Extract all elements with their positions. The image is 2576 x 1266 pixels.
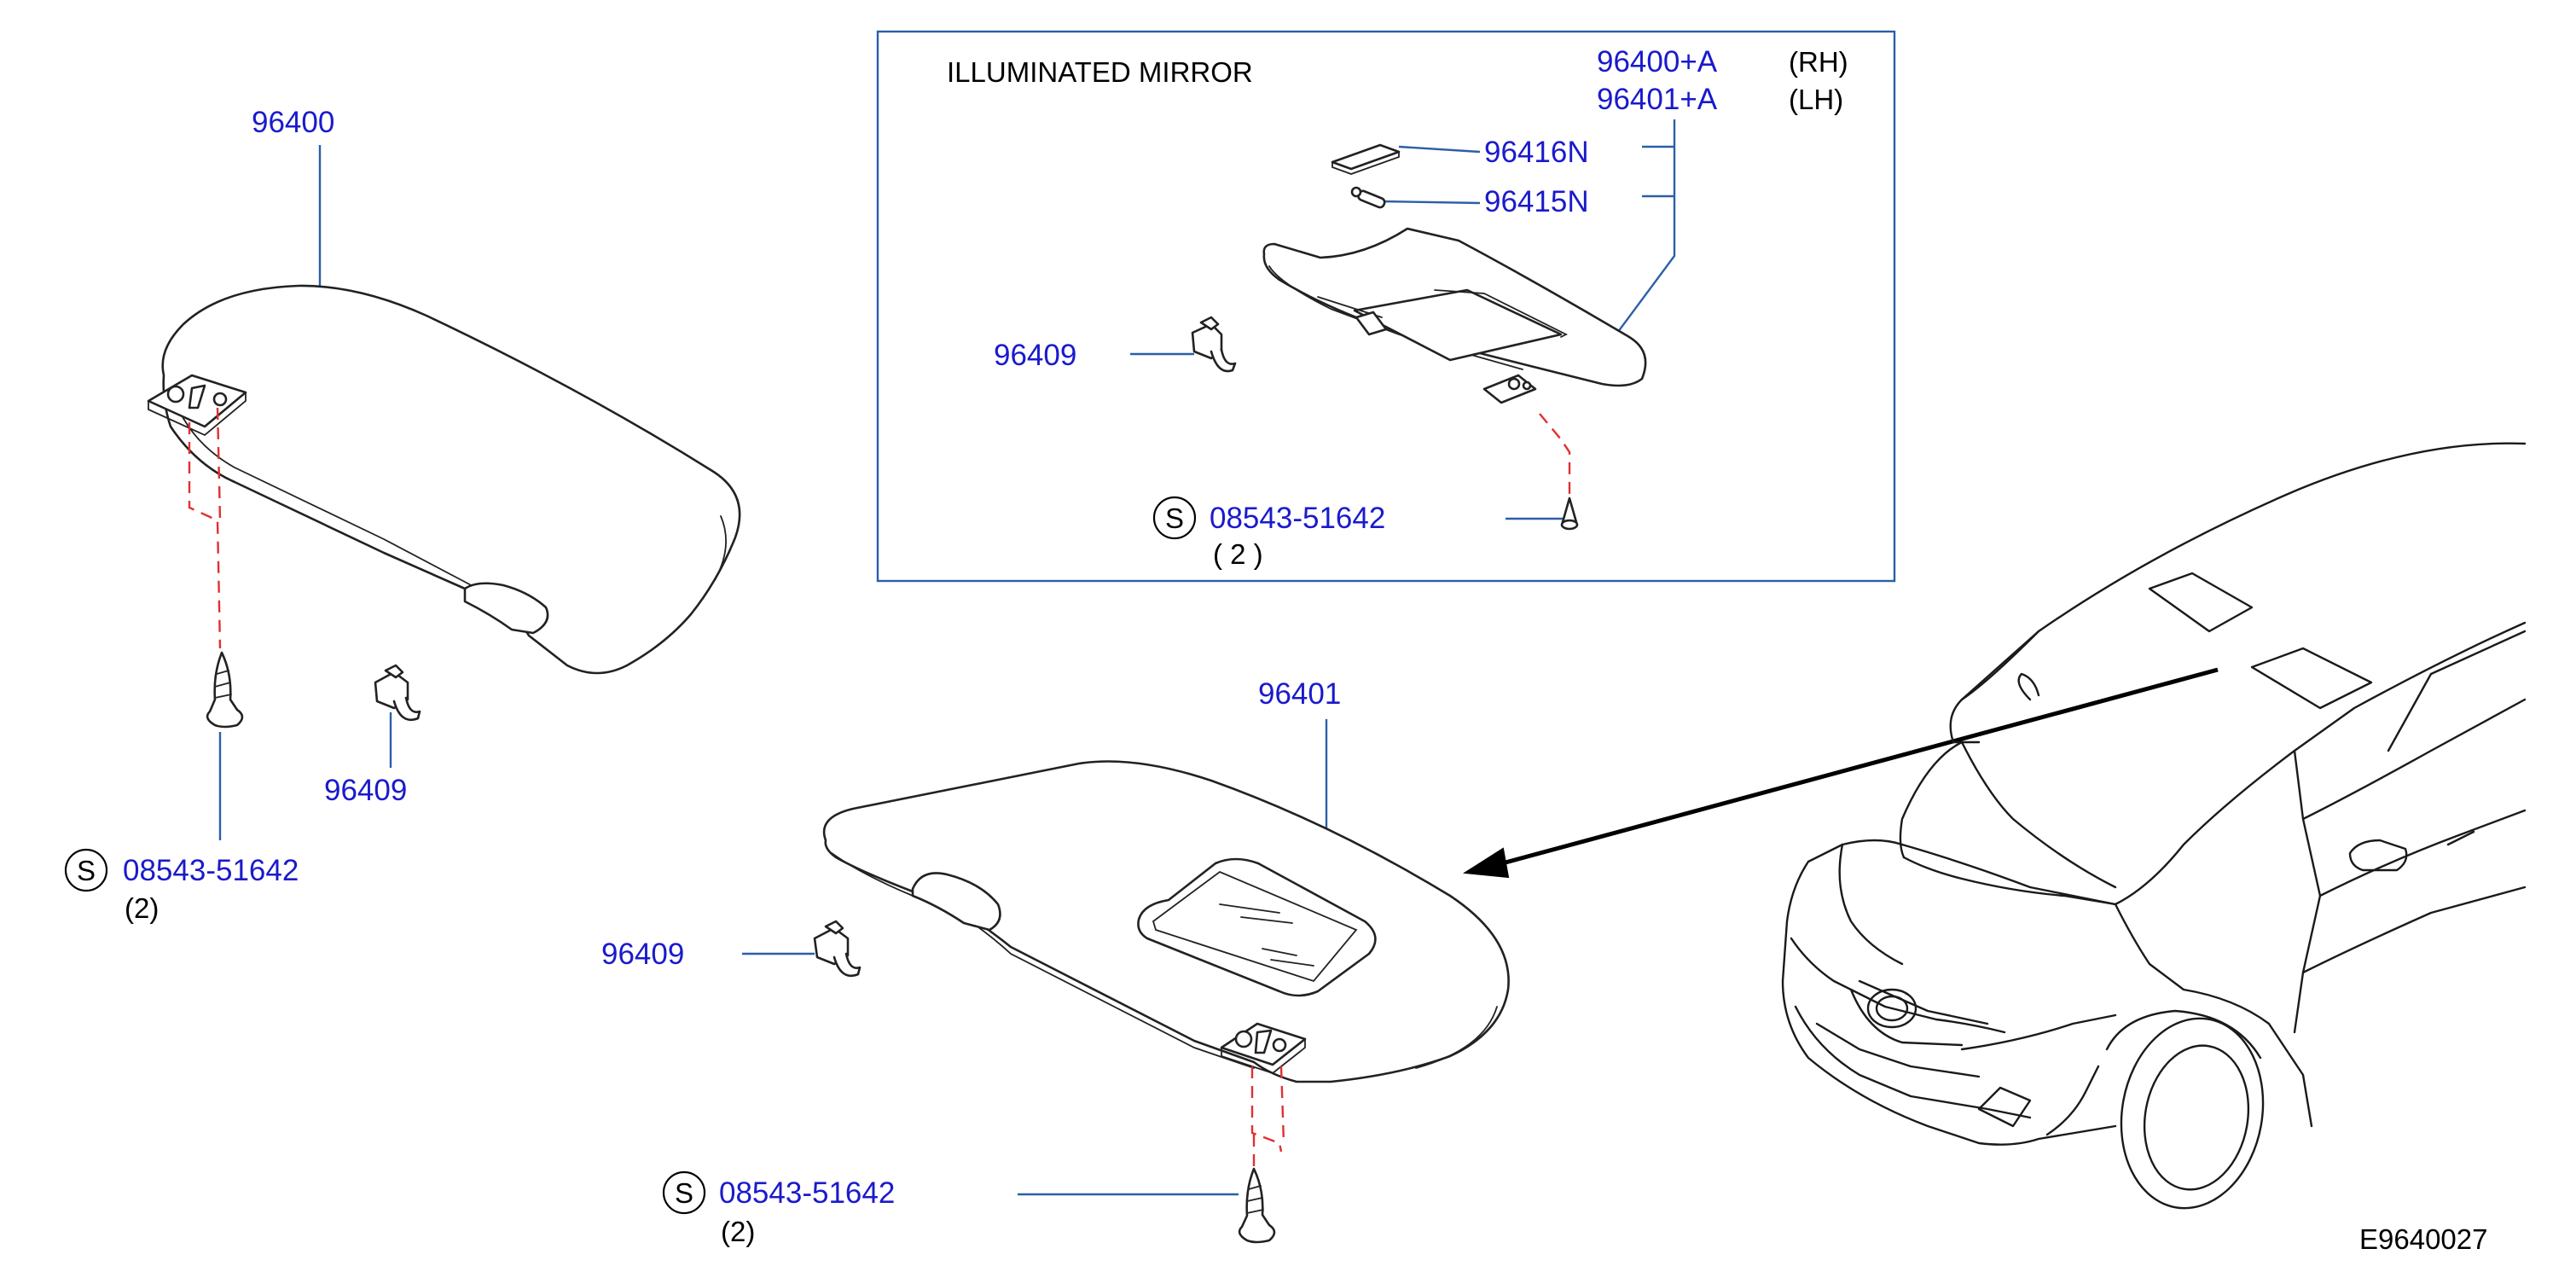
center-visor-body <box>822 760 1510 1083</box>
part-number-08543-inset: 08543-51642 <box>1210 502 1385 535</box>
leader-96415n <box>1379 200 1481 205</box>
mirror-bulb-part <box>1350 186 1386 209</box>
left-visor-clip-notch <box>463 582 549 635</box>
left-visor-body <box>147 284 741 675</box>
mirror-lens-edge <box>1332 151 1400 175</box>
part-number-96415n: 96415N <box>1484 185 1589 218</box>
mounting-line-center-2 <box>1279 1066 1285 1144</box>
illuminated-mirror-inset: ILLUMINATED MIRROR 96400+A (RH) 96401+A … <box>876 30 1896 583</box>
mounting-line-inset <box>1539 413 1571 495</box>
screw-symbol-left: S <box>77 855 96 886</box>
center-visor-mirror <box>1137 857 1377 997</box>
sunroof-front <box>2148 572 2254 633</box>
inset-frame <box>876 30 1896 583</box>
mounting-line-center <box>1250 1066 1283 1153</box>
sunroof-rear <box>2250 647 2373 710</box>
vehicle-emblem <box>1866 988 1917 1029</box>
mirror-lens-part <box>1331 143 1401 171</box>
part-number-96409-center: 96409 <box>601 938 684 971</box>
screw-symbol-circle-center <box>662 1170 706 1215</box>
screw-symbol-inset: S <box>1165 502 1184 534</box>
part-number-96400: 96400 <box>252 106 334 139</box>
center-visor-group: 96401 S 08543-51642 (2) <box>601 677 1510 1247</box>
mounting-line-left <box>188 422 222 649</box>
illuminated-visor-body <box>1262 227 1647 404</box>
visor-holder-part-left <box>374 664 421 722</box>
part-number-96401a: 96401+A <box>1597 83 1718 116</box>
vehicle-illustration <box>1781 442 2527 1210</box>
leader-illuminated-visor <box>1607 119 1676 346</box>
illuminated-mirror-panel <box>1353 288 1563 362</box>
screw-symbol-center: S <box>675 1177 693 1209</box>
part-number-08543-left: 08543-51642 <box>123 854 299 887</box>
center-visor-clip-notch <box>911 872 1001 932</box>
vehicle-side-mirror <box>2348 839 2408 872</box>
inset-title: ILLUMINATED MIRROR <box>947 56 1253 88</box>
illuminated-visor-bracket <box>1482 374 1537 404</box>
location-arrow <box>1463 667 2219 879</box>
screw-symbol-circle-inset <box>1152 496 1197 540</box>
screw-symbol-circle-left <box>64 848 108 892</box>
visor-holder-part-center <box>813 920 862 978</box>
part-number-96409-left: 96409 <box>324 774 407 807</box>
screw-part-left <box>206 651 244 729</box>
part-number-96409-inset: 96409 <box>994 339 1076 372</box>
part-number-96401: 96401 <box>1258 677 1341 711</box>
part-number-08543-center: 08543-51642 <box>719 1176 895 1210</box>
leader-96416n <box>1398 145 1481 154</box>
vehicle-front-wheel <box>2120 1017 2265 1210</box>
part-number-96416n: 96416N <box>1484 136 1589 169</box>
side-lh-label: (LH) <box>1789 84 1843 115</box>
screw-qty-inset: ( 2 ) <box>1213 538 1263 570</box>
side-rh-label: (RH) <box>1789 46 1848 78</box>
screw-part-center <box>1238 1167 1276 1244</box>
part-number-96400a: 96400+A <box>1597 45 1718 78</box>
visor-holder-part-inset <box>1191 316 1237 373</box>
screw-part-inset <box>1560 497 1579 531</box>
screw-qty-left: (2) <box>125 892 159 924</box>
screw-qty-center: (2) <box>721 1216 755 1247</box>
left-visor-group: 96400 S 08543-51642 (2) <box>64 106 741 924</box>
diagram-code: E9640027 <box>2359 1223 2487 1255</box>
